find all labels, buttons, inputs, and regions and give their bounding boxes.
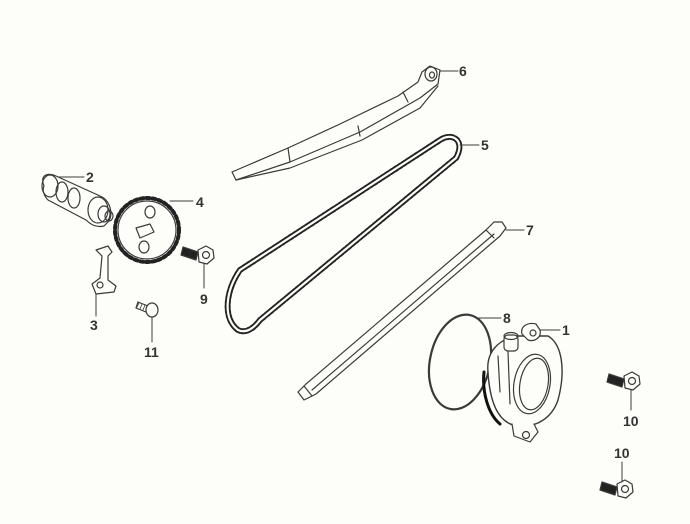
callout-8: 8 [503,310,511,326]
callout-1: 1 [562,322,570,338]
callout-11: 11 [144,344,159,360]
callout-7: 7 [526,222,534,238]
callout-10-a: 10 [623,413,639,429]
callout-6: 6 [459,63,467,79]
bracket-plate-part [91,245,117,317]
flange-bolt-b-part [599,461,634,499]
callout-5: 5 [481,137,489,153]
callout-3: 3 [90,317,98,333]
callout-2: 2 [86,169,94,185]
camshaft-part [41,173,114,228]
cam-chain-part [224,133,480,335]
small-bolt-part [135,301,159,343]
cam-sprocket-part [113,196,194,264]
chain-tensioner-guide-part [231,65,459,181]
flange-bolt-a-part [606,371,641,411]
callout-4: 4 [196,194,204,210]
tensioner-housing-part [482,322,563,443]
sprocket-bolt-part [180,245,215,289]
callout-10-b: 10 [614,445,630,461]
callout-9: 9 [200,291,208,307]
chain-guide-part [297,221,525,401]
